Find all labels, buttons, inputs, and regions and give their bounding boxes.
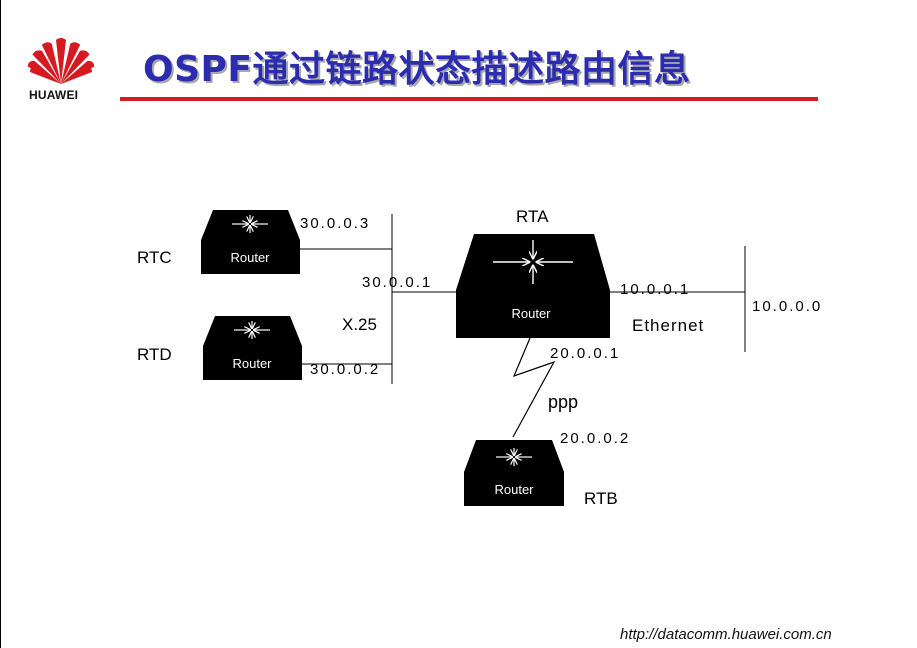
footer-url: http://datacomm.huawei.com.cn: [620, 626, 832, 643]
router-rta-label: Router: [511, 306, 551, 321]
addr-rta-eth: 10.0.0.1: [620, 281, 690, 298]
logo-text: HUAWEI: [29, 88, 79, 102]
title-underline: [120, 97, 818, 101]
router-rtb: Router: [464, 440, 564, 506]
router-rta-top: [456, 234, 610, 290]
router-rtc-top: [201, 210, 300, 240]
router-rtd-body: [203, 346, 302, 380]
x25-link: [300, 214, 456, 384]
rtd-name: RTD: [137, 345, 172, 364]
addr-rta-ppp: 20.0.0.1: [550, 345, 620, 362]
router-rtc-label: Router: [230, 250, 270, 265]
rtc-name: RTC: [137, 248, 172, 267]
rtb-name: RTB: [584, 489, 618, 508]
router-rtd-top: [203, 316, 302, 346]
slide-border: [0, 0, 1, 648]
addr-rta-x25: 30.0.0.1: [362, 274, 432, 291]
huawei-logo-icon: [27, 38, 95, 84]
link-ppp-label: ppp: [548, 392, 578, 412]
link-x25-label: X.25: [342, 315, 377, 334]
addr-rtd-x25: 30.0.0.2: [310, 361, 380, 378]
router-rtd-label: Router: [232, 356, 272, 371]
page-title: OSPF通过链路状态描述路由信息: [143, 49, 691, 90]
ppp-link: [512, 337, 556, 438]
ethernet-link: [610, 246, 746, 352]
router-rtc: Router: [201, 210, 300, 274]
router-rtb-label: Router: [494, 482, 534, 497]
addr-rtc-x25: 30.0.0.3: [300, 215, 370, 232]
router-rta: Router: [456, 234, 610, 338]
addr-eth-net: 10.0.0.0: [752, 298, 822, 315]
router-rtd: Router: [203, 316, 302, 380]
router-rtb-top: [464, 440, 564, 472]
router-rtc-body: [201, 240, 300, 274]
router-rta-body: [456, 290, 610, 338]
rta-name: RTA: [516, 207, 549, 226]
router-rtb-body: [464, 472, 564, 506]
link-ethernet-label: Ethernet: [632, 316, 704, 335]
addr-rtb-ppp: 20.0.0.2: [560, 430, 630, 447]
